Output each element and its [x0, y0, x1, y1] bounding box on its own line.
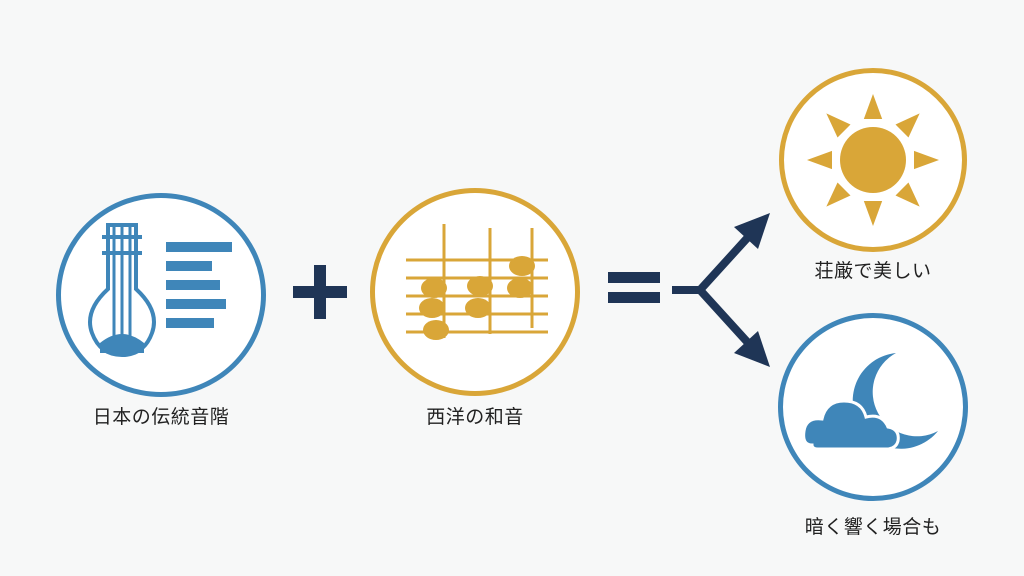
plus-icon — [293, 265, 347, 319]
sun-ray — [826, 113, 851, 138]
sun-ray — [913, 150, 939, 170]
sun-ray — [807, 150, 833, 170]
japanese-scale-label: 日本の伝統音階 — [92, 406, 230, 428]
sun-ray — [826, 182, 851, 207]
sun-ray — [895, 113, 920, 138]
sun-ray — [895, 182, 920, 207]
majestic-label: 荘厳で美しい — [814, 260, 932, 282]
japanese-scale-circle — [56, 193, 266, 397]
equals-icon — [608, 272, 660, 303]
koto-lute-with-bars-icon — [88, 223, 232, 358]
sun-icon — [807, 94, 939, 226]
branch-arrows-icon — [672, 213, 770, 367]
moon-cloud-icon — [802, 353, 938, 451]
dark-label: 暗く響く場合も — [804, 516, 942, 538]
western-harmony-label: 西洋の和音 — [426, 406, 524, 428]
music-staff-notes-icon — [406, 224, 548, 340]
sun-ray — [863, 200, 883, 226]
sun-ray — [863, 94, 883, 120]
